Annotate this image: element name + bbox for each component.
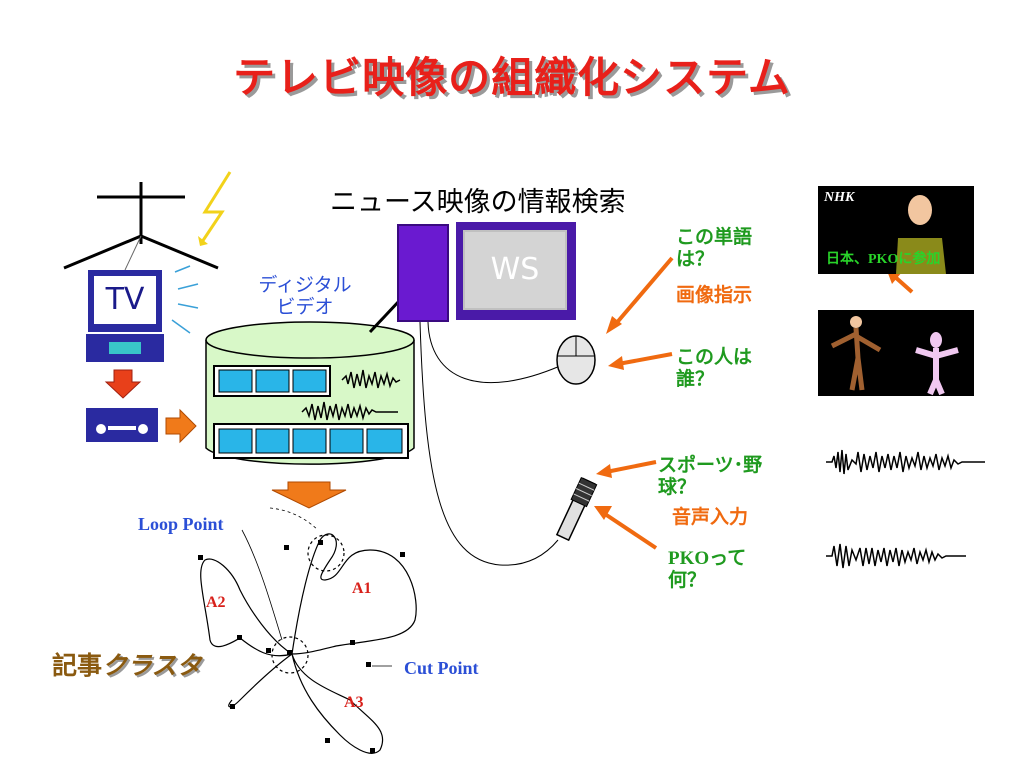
tv-label: TV: [94, 276, 156, 324]
person-icon: [896, 195, 946, 274]
story-cluster: [200, 507, 417, 754]
diagram-subtitle: ニュース映像の情報検索: [330, 187, 626, 218]
digital-video-label: ディジタル ビデオ: [258, 274, 352, 318]
waveform-icon: [301, 401, 398, 421]
waveform-icon: [826, 449, 985, 475]
workstation-tower: [397, 224, 449, 322]
antenna-icon: [63, 182, 219, 271]
person-icon: [830, 316, 959, 396]
arrow-db-to-cluster: [271, 481, 347, 509]
segment-a1-label: A1: [352, 580, 372, 597]
arrow-tape-to-db: [165, 408, 197, 444]
image-command-label: 画像指示: [676, 284, 753, 306]
query-word: この単語 は？: [676, 226, 753, 270]
segment-a3-label: A3: [344, 694, 364, 711]
broadcast-waves: [171, 265, 199, 334]
query-person: この人は 誰？: [676, 346, 753, 390]
loop-point-label: Loop Point: [138, 514, 224, 534]
query-pko: PKOって 何？: [668, 548, 747, 591]
tv-stand: [86, 334, 164, 362]
videotape-icon: [86, 408, 158, 442]
database-icon: [205, 321, 415, 465]
tv-icon: TV: [88, 270, 162, 332]
query-arrows: [600, 256, 914, 550]
people-frame: [818, 310, 974, 396]
mouse-icon: [556, 335, 596, 385]
query-sports: スポーツ･野 球？: [658, 454, 763, 498]
nhk-logo: NHK: [824, 190, 855, 205]
workstation-label: WS: [463, 230, 567, 310]
nhk-news-frame: [818, 186, 974, 274]
cut-point-label: Cut Point: [404, 658, 479, 678]
page-title: テレビ映像の組織化システム: [233, 53, 791, 102]
nhk-caption: 日本、PKOに参加: [826, 252, 941, 267]
story-cluster-caption: 記事クラスタ: [52, 651, 202, 680]
arrow-tv-to-tape: [104, 369, 142, 399]
voice-input-label: 音声入力: [672, 506, 749, 528]
waveform-icon: [341, 369, 401, 389]
segment-a2-label: A2: [206, 594, 226, 611]
waveform-icon: [826, 543, 966, 569]
lightning-icon: [198, 171, 232, 246]
cluster-points: [198, 540, 405, 753]
microphone-icon: [555, 476, 598, 542]
workstation-icon: WS: [456, 222, 576, 320]
